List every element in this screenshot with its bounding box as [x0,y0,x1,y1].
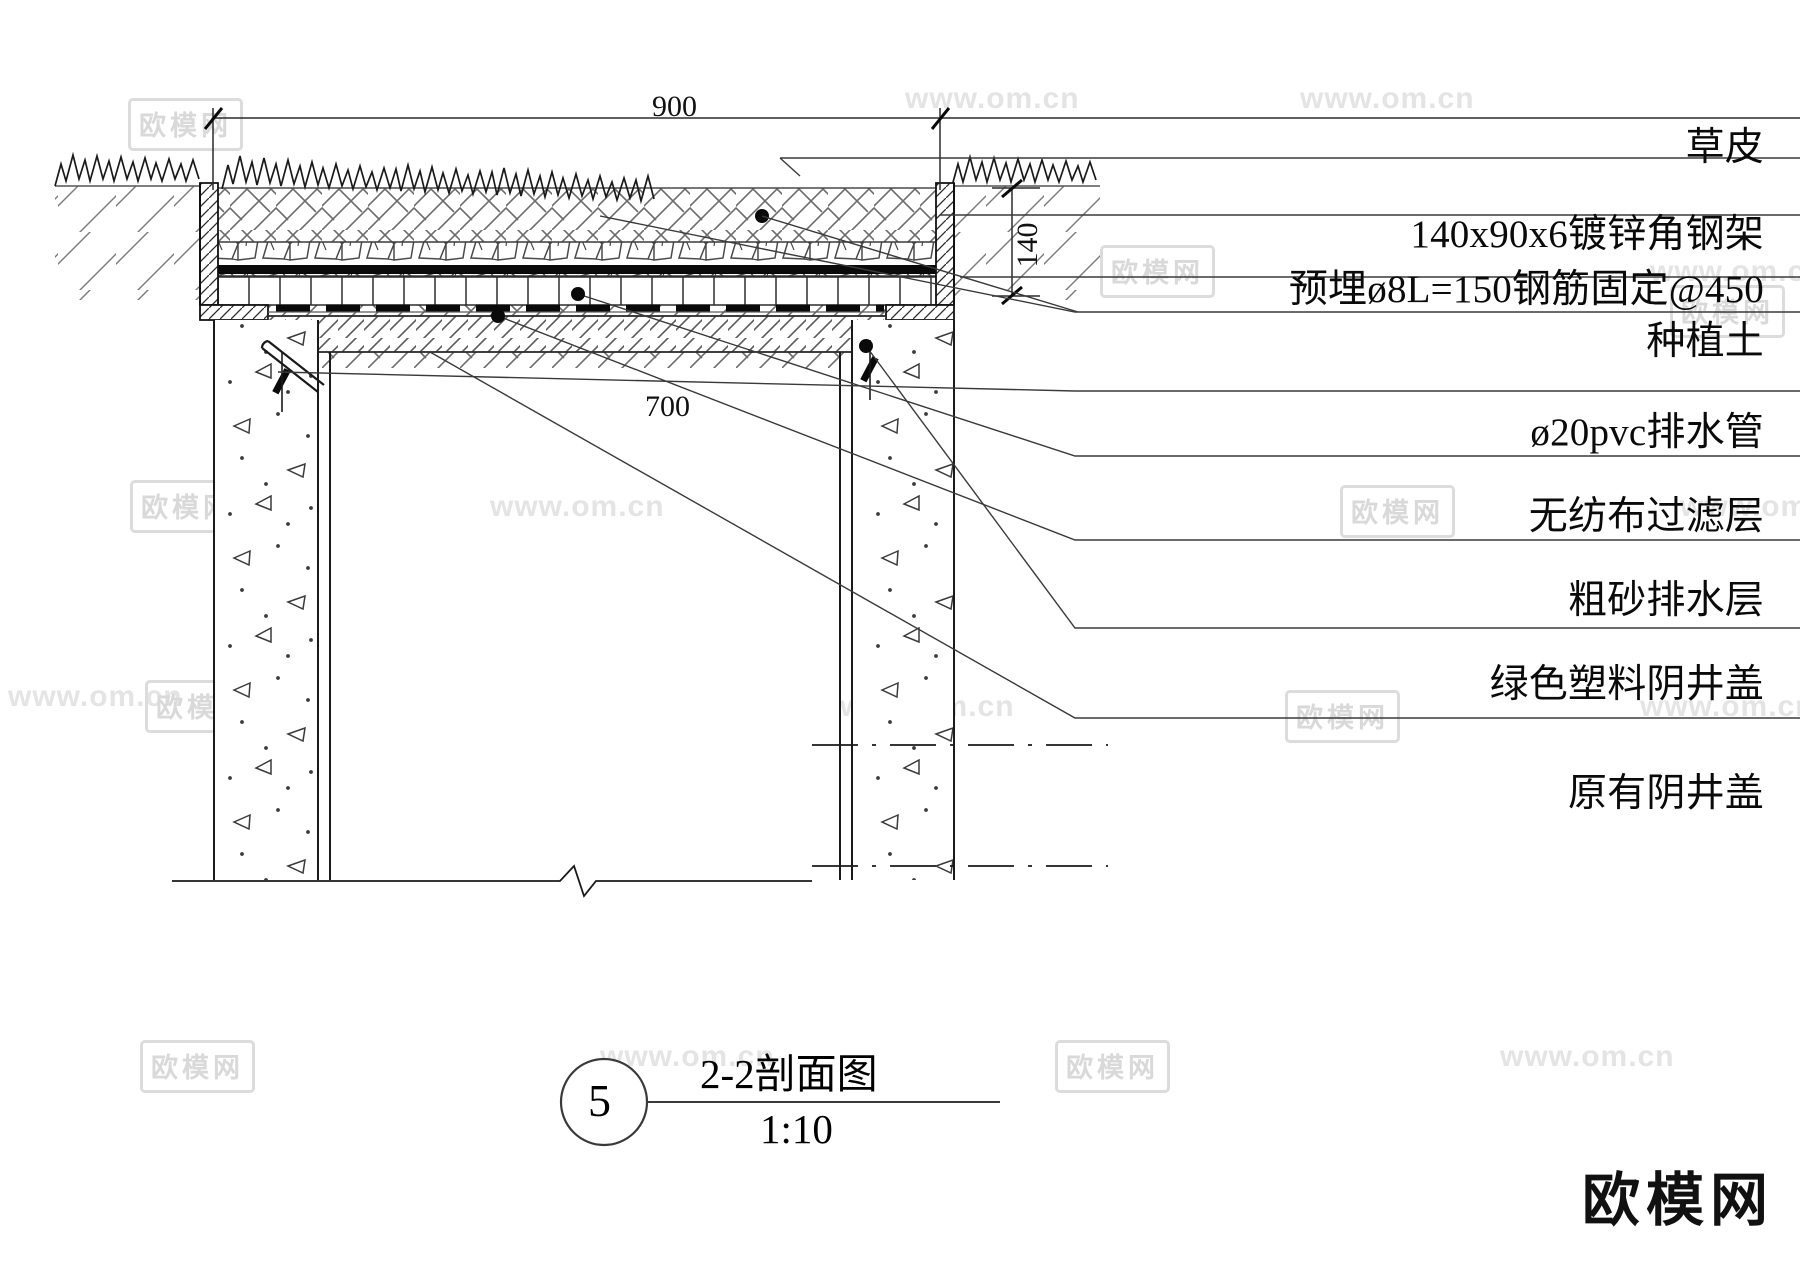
annotation-label-embedded-rebar: 预埋ø8L=150钢筋固定@450 [1288,268,1764,311]
dimension-140 [992,178,1040,306]
section-scale: 1:10 [760,1106,833,1152]
annotation-label-green-plastic-cover: 绿色塑料阴井盖 [1489,663,1764,706]
title-block-graphics [559,1057,1000,1147]
concrete-wall-right [812,320,1108,880]
leader-lines [277,157,1800,719]
existing-ground-left [54,151,205,300]
annotation-label-planting-soil: 种植土 [1646,320,1764,363]
brand-watermark: 欧模网 [1581,1168,1774,1233]
annotation-label-turf: 草皮 [1685,126,1764,169]
annotation-label-steel-angle-frame: 140x90x6镀锌角钢架 [1410,213,1764,256]
dimension-900 [203,107,1800,190]
nonwoven-filter-layer [218,265,936,274]
dimension-label-140: 140 [1011,222,1044,268]
annotation-label-pvc-drain-pipe: ø20pvc排水管 [1530,411,1764,454]
dimension-label-900: 900 [652,90,697,123]
annotation-label-nonwoven-filter: 无纺布过滤层 [1528,495,1764,538]
detail-number: 5 [588,1075,611,1126]
annotation-label-existing-cover: 原有阴井盖 [1567,772,1764,815]
pvc-drain-pipe-left [260,339,325,393]
section-title: 2-2剖面图 [700,1051,878,1097]
galvanized-steel-angle-frame [199,182,955,321]
annotation-label-coarse-sand-drainage: 粗砂排水层 [1567,579,1764,622]
break-line-bottom [172,864,812,898]
concrete-wall-left [213,320,331,880]
dimension-label-700: 700 [645,390,690,423]
